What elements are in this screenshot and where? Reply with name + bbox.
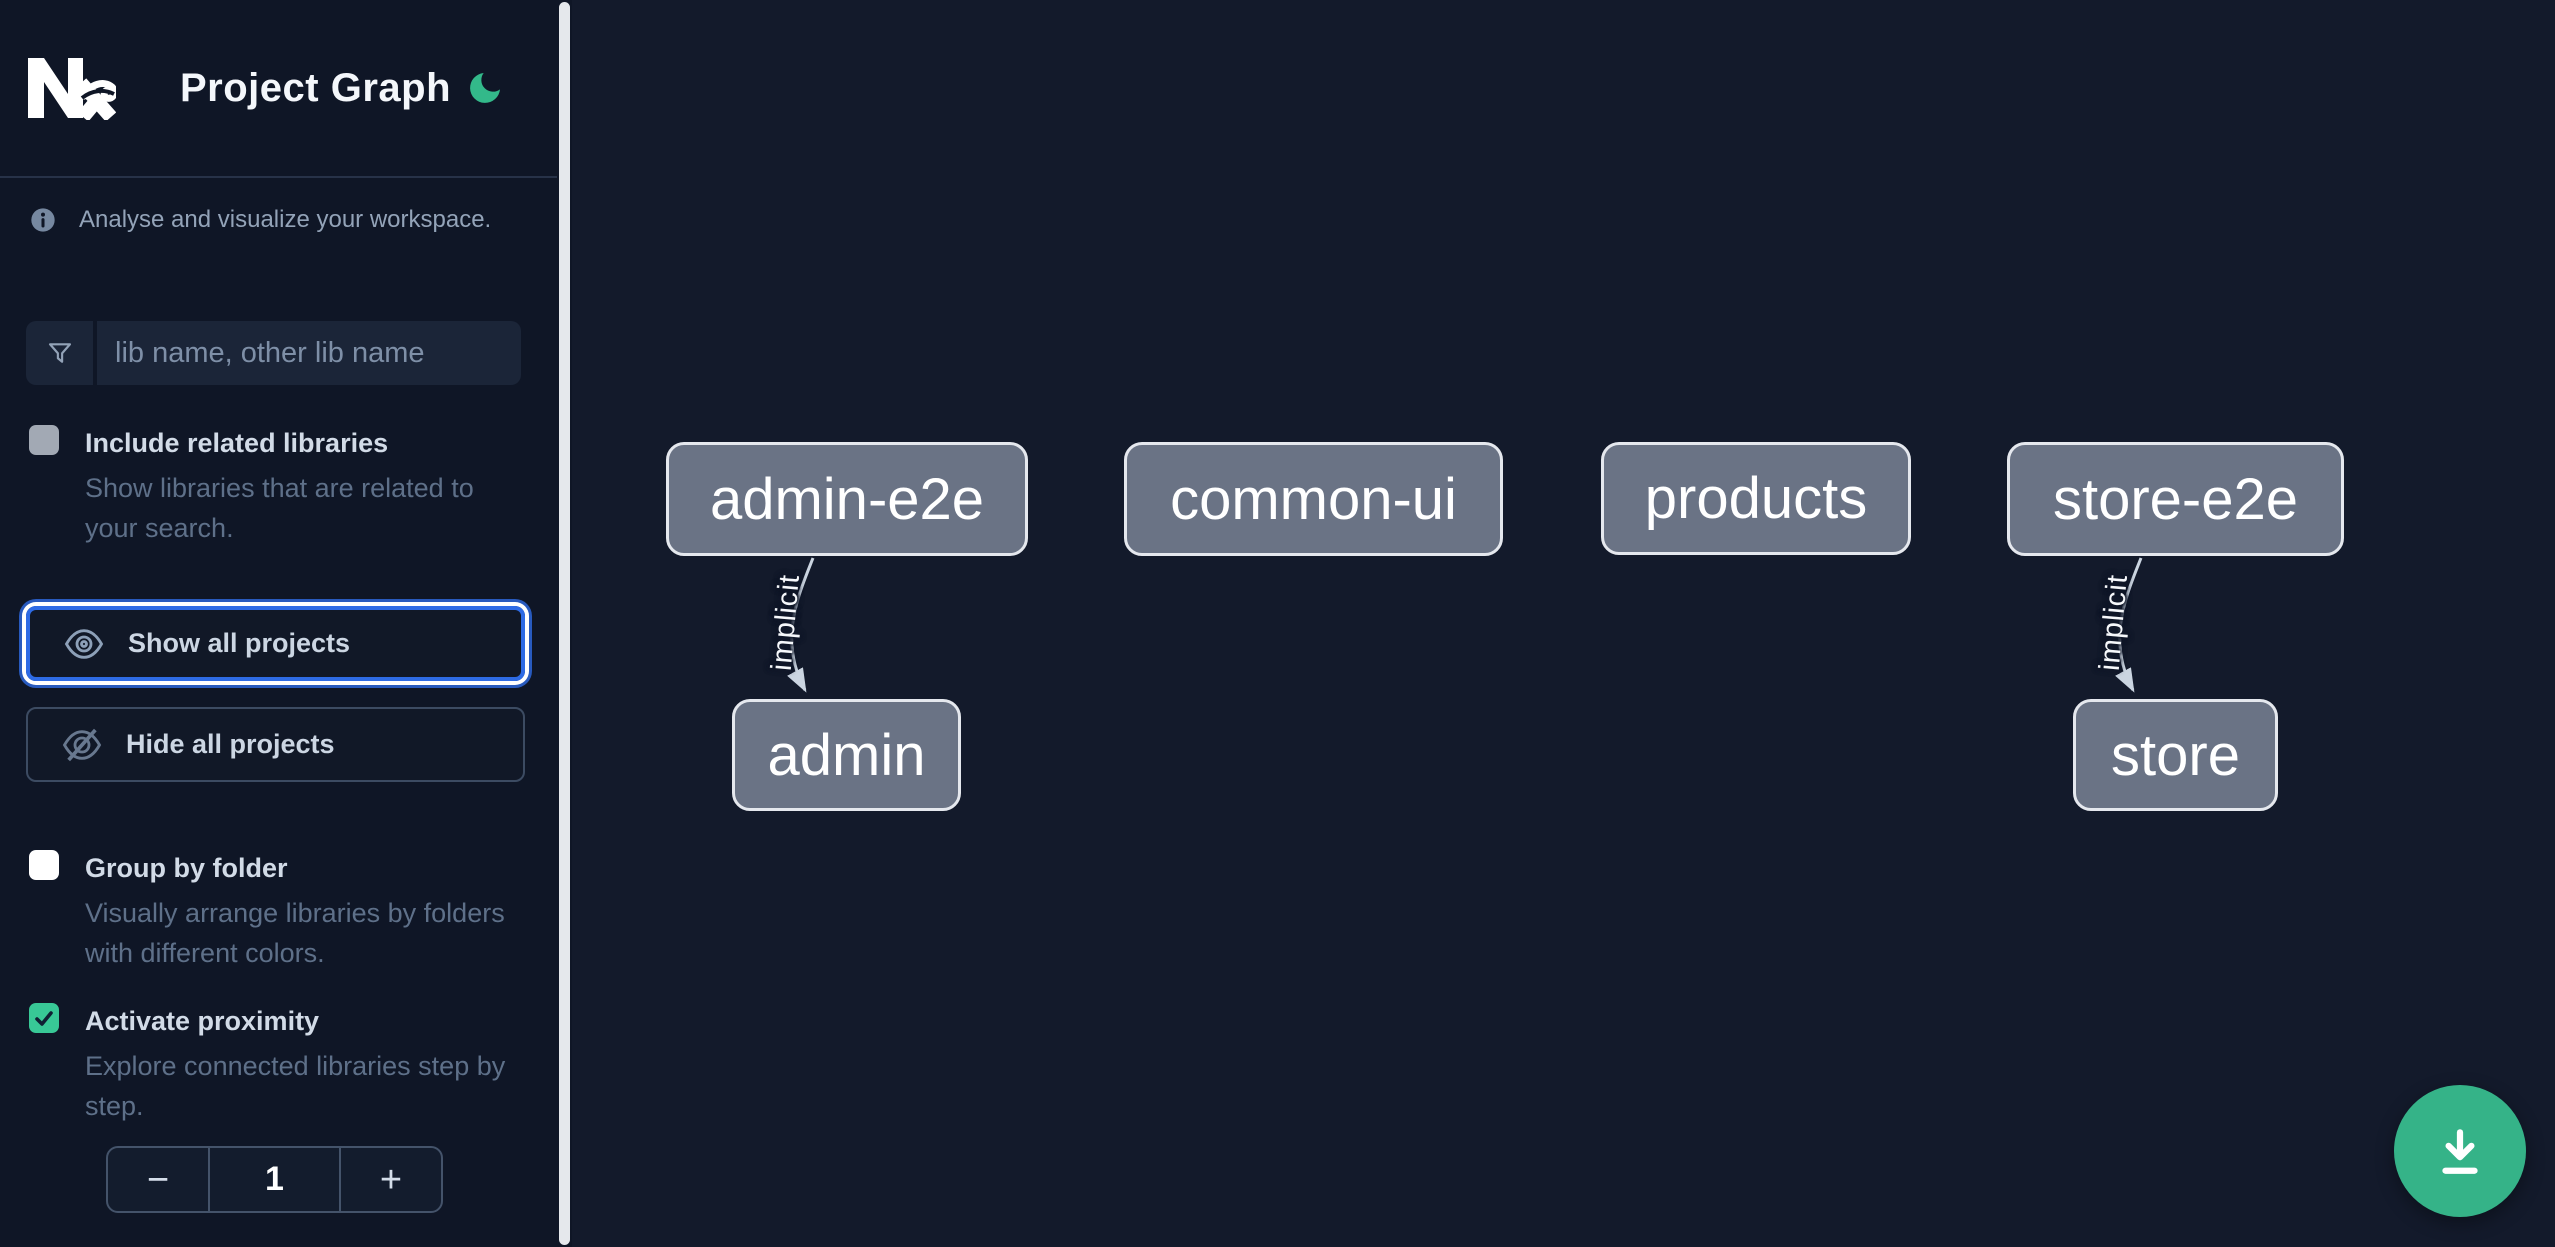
edge-label-implicit[interactable]: implicit	[765, 572, 806, 672]
tagline: Analyse and visualize your workspace.	[79, 206, 492, 233]
graph-edges	[787, 557, 2143, 693]
graph-node-products[interactable]: products	[1601, 442, 1911, 555]
show-all-projects-button[interactable]: Show all projects	[26, 606, 525, 681]
option-description: Explore connected libraries step by step…	[85, 1051, 506, 1121]
workspace-info-row: Analyse and visualize your workspace.	[29, 206, 557, 234]
checkbox-group-by-folder[interactable]	[29, 850, 59, 880]
button-label: Hide all projects	[126, 729, 335, 759]
search-input[interactable]	[97, 321, 521, 385]
graph-node-store[interactable]: store	[2073, 699, 2278, 811]
eye-off-icon	[62, 728, 102, 761]
option-activate-proximity: Activate proximity Explore connected lib…	[29, 1003, 521, 1126]
proximity-increment-button[interactable]: +	[341, 1148, 441, 1211]
proximity-decrement-button[interactable]: −	[108, 1148, 208, 1211]
nx-logo	[28, 58, 116, 120]
checkmark-icon	[35, 1011, 53, 1026]
option-label: Activate proximity	[85, 1006, 320, 1036]
proximity-stepper: − 1 +	[106, 1146, 443, 1213]
sidebar-header: Project Graph	[0, 0, 557, 178]
sidebar-scrollbar[interactable]	[557, 0, 572, 1247]
edge-label-implicit[interactable]: implicit	[2093, 572, 2134, 672]
option-label: Include related libraries	[85, 428, 389, 458]
hide-all-projects-button[interactable]: Hide all projects	[26, 707, 525, 782]
graph-canvas[interactable]: implicit implicit admin-e2e common-ui pr…	[572, 0, 2555, 1247]
button-label: Show all projects	[128, 628, 351, 658]
search-box	[26, 321, 521, 385]
graph-node-admin[interactable]: admin	[732, 699, 961, 811]
scrollbar-thumb[interactable]	[559, 2, 570, 1245]
app-title: Project Graph	[180, 65, 452, 110]
checkbox-activate-proximity[interactable]	[29, 1003, 59, 1033]
graph-node-admin-e2e[interactable]: admin-e2e	[666, 442, 1028, 556]
theme-toggle-button[interactable]	[465, 68, 505, 108]
proximity-value: 1	[208, 1148, 341, 1211]
graph-node-common-ui[interactable]: common-ui	[1124, 442, 1503, 556]
download-icon	[2442, 1129, 2478, 1174]
graph-node-store-e2e[interactable]: store-e2e	[2007, 442, 2344, 556]
option-group-by-folder: Group by folder Visually arrange librari…	[29, 850, 521, 973]
option-label: Group by folder	[85, 853, 288, 883]
moon-icon	[470, 73, 500, 103]
option-description: Visually arrange libraries by folders wi…	[85, 898, 505, 968]
checkbox-include-related-libraries[interactable]	[29, 425, 59, 455]
option-description: Show libraries that are related to your …	[85, 473, 474, 543]
option-include-related-libraries: Include related libraries Show libraries…	[29, 425, 521, 548]
eye-icon	[64, 628, 104, 659]
sidebar: Project Graph Analyse and visualize your…	[0, 0, 557, 1247]
info-icon	[31, 208, 55, 232]
filter-icon	[26, 321, 97, 385]
download-graph-button[interactable]	[2394, 1085, 2526, 1217]
